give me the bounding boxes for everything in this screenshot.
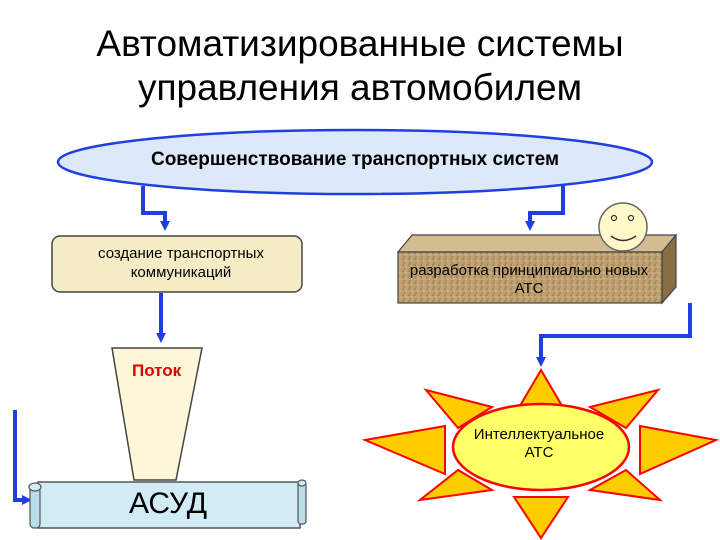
top-oval	[56, 128, 654, 196]
arrow-oval-to-right-box	[525, 186, 565, 231]
right-box-label: разработка принципиально новых АТС	[409, 262, 649, 297]
scroll-label: АСУД	[128, 487, 208, 520]
smiley-face-icon	[598, 202, 648, 252]
flow-label: Поток	[132, 361, 182, 380]
slide-title: Автоматизированные системы управления ав…	[40, 22, 680, 110]
sun-center	[451, 402, 631, 492]
flow-trapezoid	[111, 347, 203, 481]
left-box	[51, 235, 303, 293]
arrow-right-box-to-sun	[536, 303, 692, 367]
asud-scroll	[28, 479, 307, 529]
top-oval-label: Совершенствование транспортных систем	[150, 149, 560, 170]
title-line-1: Автоматизированные системы	[96, 23, 624, 64]
right-box	[397, 251, 663, 304]
sun-label: Интеллектуальное АТС	[473, 426, 605, 461]
arrow-oval-to-left-box	[141, 186, 170, 231]
left-box-label: создание транспортных коммуникаций	[98, 245, 264, 281]
title-line-2: управления автомобилем	[137, 67, 583, 108]
arrow-to-scroll	[13, 410, 32, 505]
